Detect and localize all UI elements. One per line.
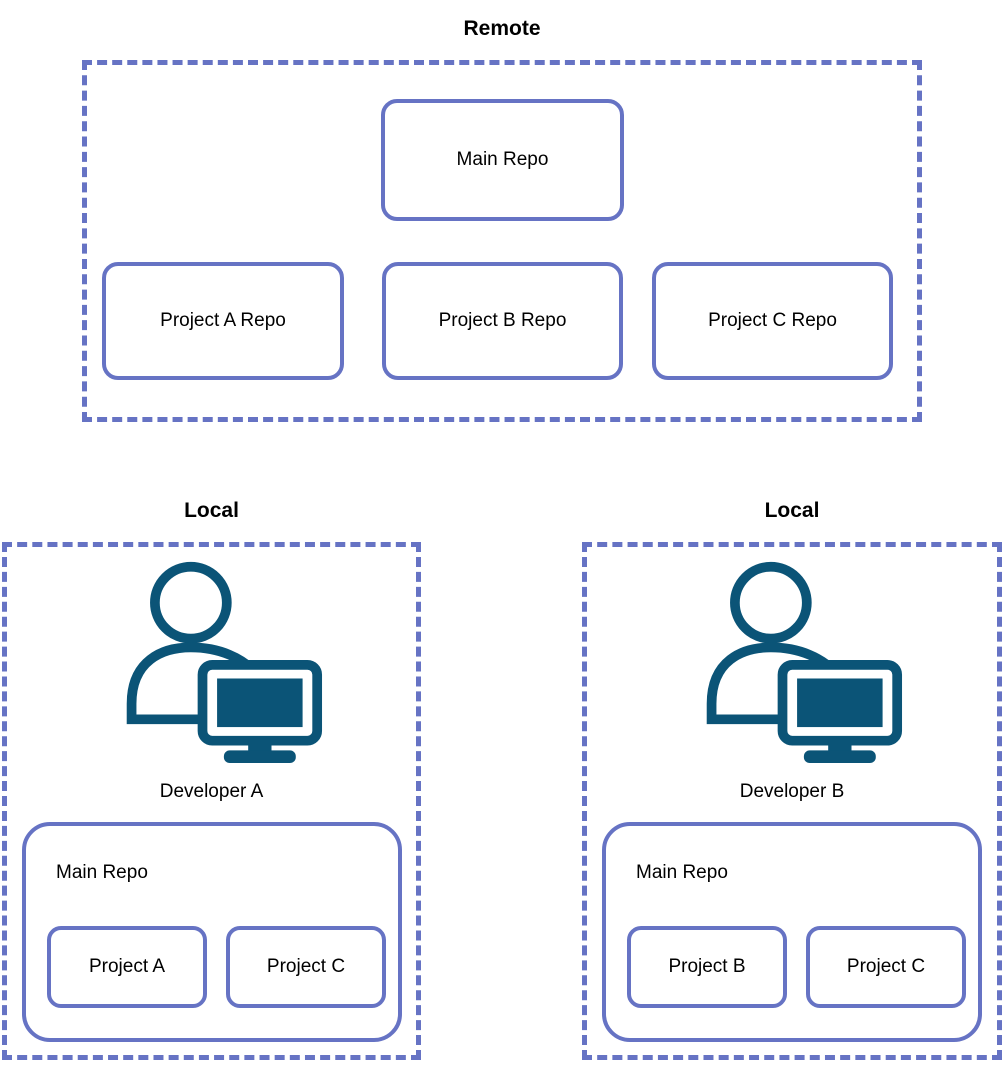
project-b-repo-label: Project B Repo [438,310,567,331]
local-group-a: Local Developer A Main Repo Project A Pr… [2,498,421,1066]
remote-group-title: Remote [463,17,541,40]
local-b-project-c-node: Project C [806,926,966,1008]
local-group-b: Local Developer B Main Repo Project B Pr… [582,498,1002,1066]
local-a-main-repo-node: Main Repo Project A Project C [22,822,402,1042]
local-a-project-a-node: Project A [47,926,207,1008]
project-a-repo-label: Project A Repo [160,310,286,331]
local-b-project-b-label: Project B [668,956,746,977]
developer-b-label: Developer B [739,781,845,802]
project-b-repo-node: Project B Repo [382,262,623,380]
local-a-project-c-label: Project C [266,956,346,977]
local-b-main-repo-label: Main Repo [636,862,728,883]
local-a-main-repo-label: Main Repo [56,862,148,883]
local-b-main-repo-node: Main Repo Project B Project C [602,822,982,1042]
local-b-group-title: Local [764,499,820,522]
main-repo-label: Main Repo [456,149,549,170]
local-a-project-c-node: Project C [226,926,386,1008]
project-c-repo-label: Project C Repo [708,310,837,331]
developer-a-label: Developer A [159,781,264,802]
local-a-dashed-boundary [2,542,421,1060]
local-a-project-a-label: Project A [88,956,166,977]
project-a-repo-node: Project A Repo [102,262,344,380]
local-b-dashed-boundary [582,542,1002,1060]
remote-dashed-boundary [82,60,922,422]
developer-computer-icon [706,561,903,764]
local-b-project-b-node: Project B [627,926,787,1008]
project-c-repo-node: Project C Repo [652,262,893,380]
main-repo-node: Main Repo [381,99,624,221]
developer-computer-icon [126,561,322,764]
remote-group: Remote Main Repo Project A Repo Project … [82,16,922,422]
local-a-group-title: Local [184,499,239,522]
local-b-project-c-label: Project C [846,956,926,977]
